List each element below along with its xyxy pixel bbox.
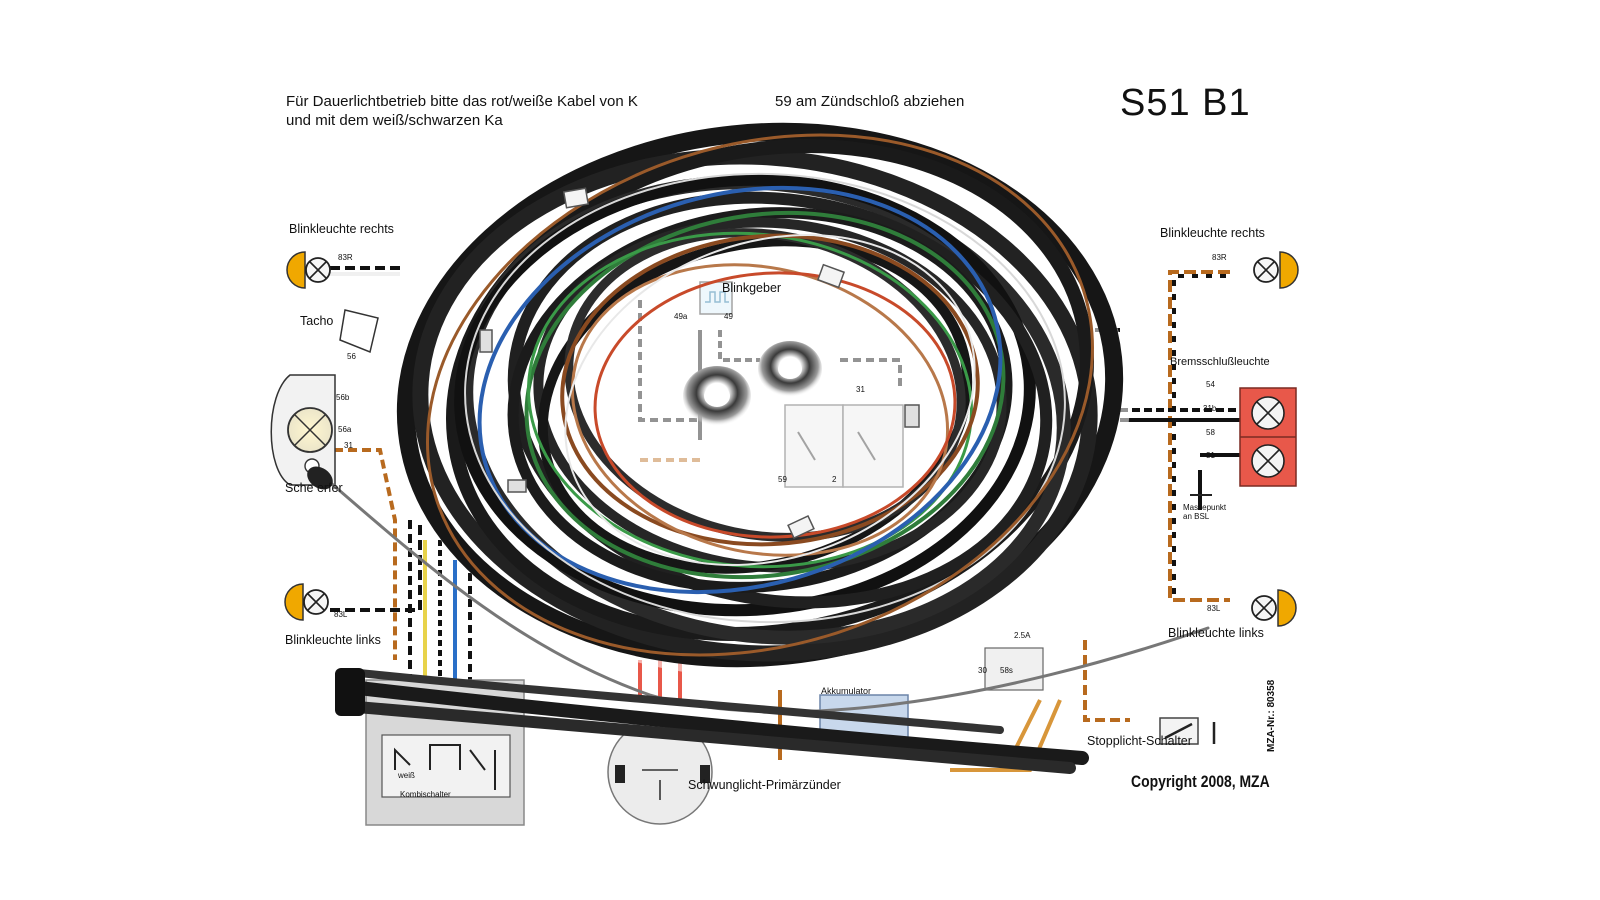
diagram-title: S51 B1	[1120, 82, 1251, 124]
label-schwunglicht: Schwunglicht-Primärzünder	[688, 778, 841, 792]
turn-lamp-rear-right	[1253, 251, 1299, 289]
copyright-text: Copyright 2008, MZA	[1131, 772, 1270, 791]
terminal-30: 30	[978, 666, 987, 675]
terminal-56: 56	[347, 352, 356, 361]
label-blinkgeber: Blinkgeber	[722, 281, 782, 295]
label-blinkleuchte-rechts-front: Blinkleuchte rechts	[289, 222, 394, 236]
header-note-line2: und mit dem weiß/schwarzen Ka	[286, 112, 503, 129]
label-weiss: weiß	[398, 771, 415, 780]
terminal-59: 59	[778, 475, 787, 484]
terminal-58: 58	[1206, 428, 1215, 437]
label-stopplicht-schalter: Stopplicht-Schalter	[1087, 734, 1192, 748]
terminal-31-headlight: 31	[344, 441, 353, 450]
mza-number: MZA-Nr.: 80358	[1266, 679, 1277, 752]
turn-lamp-rear-left	[1251, 589, 1297, 627]
label-fuse: 2.5A	[1014, 631, 1031, 640]
label-massepunkt: Massepunkt an BSL	[1183, 503, 1227, 521]
turn-lamp-front-left	[284, 583, 329, 621]
terminal-83l-rear: 83L	[1207, 604, 1221, 613]
rubber-grommets	[683, 341, 822, 426]
terminal-58s: 58s	[1000, 666, 1013, 675]
terminal-83r-rear: 83R	[1212, 253, 1227, 262]
terminal-49a: 49a	[674, 312, 688, 321]
terminal-54: 54	[1206, 380, 1215, 389]
terminal-31b: 31b	[1203, 404, 1217, 413]
terminal-49: 49	[724, 312, 733, 321]
terminal-31-switch: 31	[856, 385, 865, 394]
stop-light-switch-symbol	[1159, 717, 1216, 745]
label-blinkleuchte-links-front: Blinkleuchte links	[285, 633, 381, 647]
brake-light-symbol	[1239, 387, 1297, 487]
terminal-2: 2	[832, 475, 837, 484]
header-note-line1-end: 59 am Zündschloß abziehen	[775, 93, 965, 110]
turn-lamp-front-right	[286, 251, 331, 289]
terminal-83r-front: 83R	[338, 253, 353, 262]
headlight-symbol	[270, 374, 336, 486]
label-tacho: Tacho	[300, 314, 334, 328]
header-note-line1: Für Dauerlichtbetrieb bitte das rot/weiß…	[286, 93, 638, 110]
magneto-ignition-symbol	[607, 719, 713, 825]
label-scheinwerfer: Sche erfer	[285, 481, 343, 495]
cable-ties	[335, 668, 1089, 774]
label-kombischalter: Kombischalter	[400, 790, 451, 799]
label-blinkleuchte-rechts-rear: Blinkleuchte rechts	[1160, 226, 1265, 240]
label-akkumulator: Akkumulator	[821, 686, 872, 696]
terminal-83l-front: 83L	[334, 610, 348, 619]
label-blinkleuchte-links-rear: Blinkleuchte links	[1168, 626, 1264, 640]
tacho-symbol	[339, 309, 379, 354]
terminal-56a: 56a	[338, 425, 352, 434]
label-bremsschlussleuchte: Bremsschlußleuchte	[1170, 356, 1270, 368]
wiring-harness-coil	[390, 122, 1130, 678]
terminal-56b: 56b	[336, 393, 350, 402]
terminal-31-brake: 31	[1206, 451, 1215, 460]
